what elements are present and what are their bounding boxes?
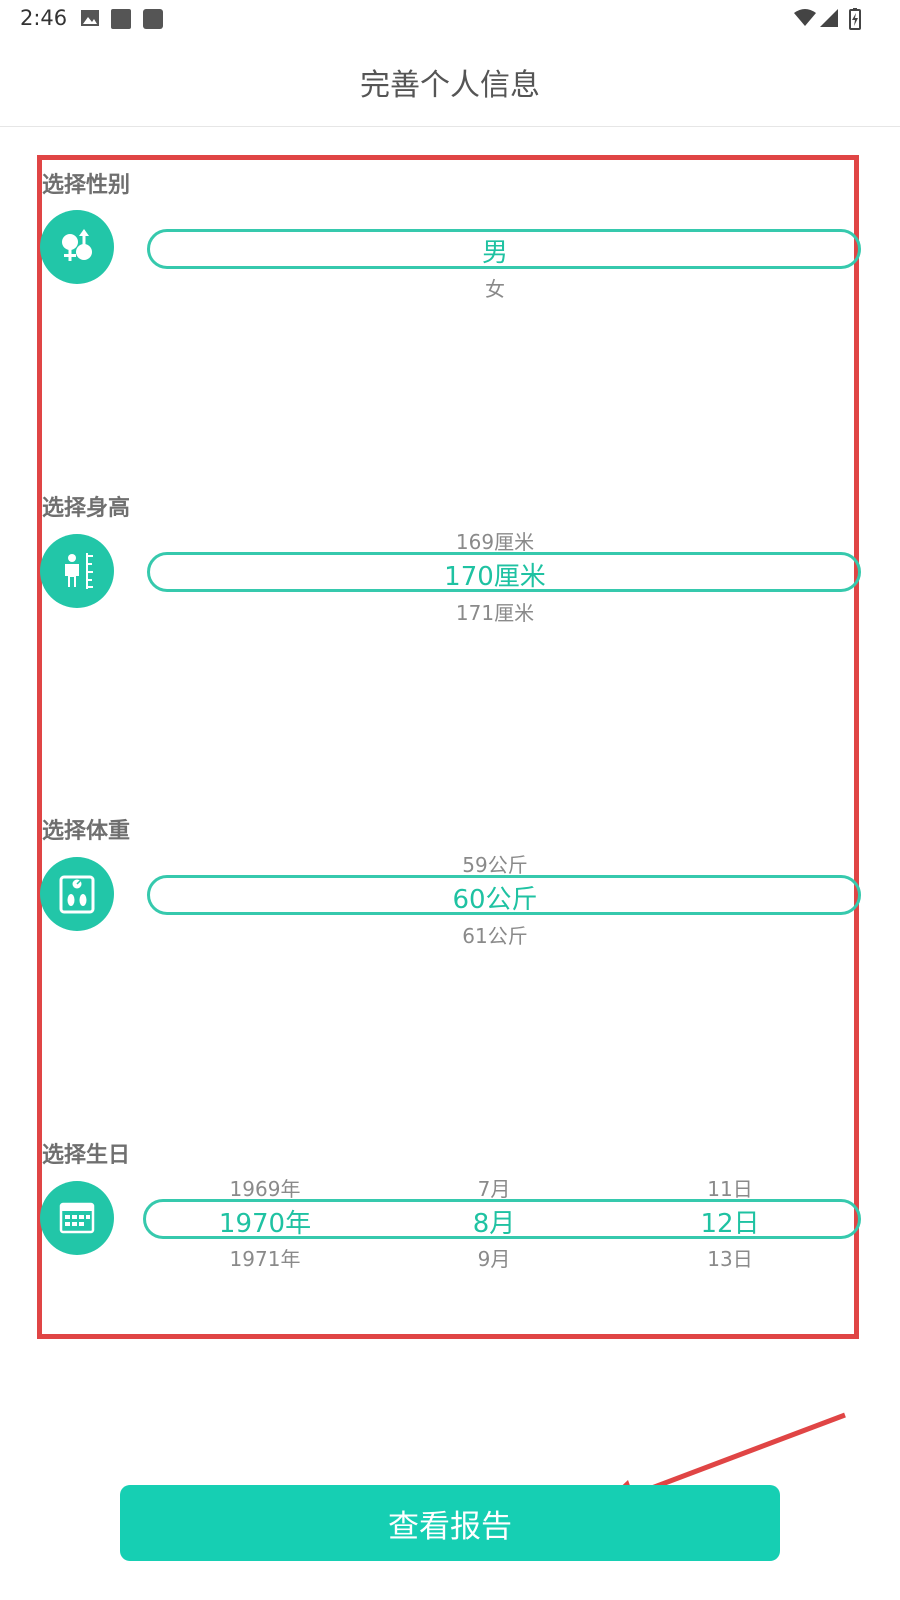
- wifi-icon: [793, 8, 817, 32]
- height-option[interactable]: 169厘米: [455, 530, 535, 554]
- month-option[interactable]: 7月: [477, 1177, 511, 1201]
- height-picker-wheel[interactable]: [147, 552, 861, 592]
- app-notification-icon: [110, 8, 132, 34]
- gender-option[interactable]: 女: [485, 277, 505, 301]
- height-option-selected[interactable]: 170厘米: [444, 562, 546, 592]
- day-option[interactable]: 11日: [707, 1177, 753, 1201]
- year-option[interactable]: 1971年: [229, 1247, 301, 1271]
- weight-option-selected[interactable]: 60公斤: [452, 885, 538, 915]
- calendar-icon: [40, 1181, 114, 1255]
- birthday-section-label: 选择生日: [42, 1143, 131, 1168]
- gender-icon: [40, 210, 114, 284]
- signal-icon: [818, 8, 840, 32]
- app-notification-icon-2: [142, 8, 164, 34]
- scale-icon: [40, 857, 114, 931]
- month-option[interactable]: 9月: [477, 1247, 511, 1271]
- height-icon: [40, 534, 114, 608]
- year-option-selected[interactable]: 1970年: [218, 1209, 312, 1239]
- gender-section-label: 选择性别: [42, 173, 131, 198]
- height-section-label: 选择身高: [42, 496, 131, 521]
- gender-option-selected[interactable]: 男: [481, 238, 508, 268]
- status-bar: 2:46: [0, 0, 900, 38]
- page-title: 完善个人信息: [360, 68, 540, 103]
- height-option[interactable]: 171厘米: [455, 601, 535, 625]
- weight-option[interactable]: 59公斤: [462, 853, 528, 877]
- day-option[interactable]: 13日: [707, 1247, 753, 1271]
- day-option-selected[interactable]: 12日: [700, 1209, 760, 1239]
- weight-option[interactable]: 61公斤: [462, 924, 528, 948]
- annotation-highlight-box: [37, 155, 859, 1339]
- birthday-picker-wheel[interactable]: [143, 1199, 861, 1239]
- view-report-button[interactable]: 查看报告: [120, 1485, 780, 1561]
- battery-icon: [848, 8, 862, 34]
- app-bar: 完善个人信息: [0, 38, 900, 127]
- weight-picker-wheel[interactable]: [147, 875, 861, 915]
- gender-picker-wheel[interactable]: [147, 229, 861, 269]
- weight-section-label: 选择体重: [42, 819, 131, 844]
- year-option[interactable]: 1969年: [229, 1177, 301, 1201]
- image-notification-icon: [80, 8, 100, 32]
- status-time: 2:46: [20, 6, 68, 30]
- month-option-selected[interactable]: 8月: [472, 1209, 516, 1239]
